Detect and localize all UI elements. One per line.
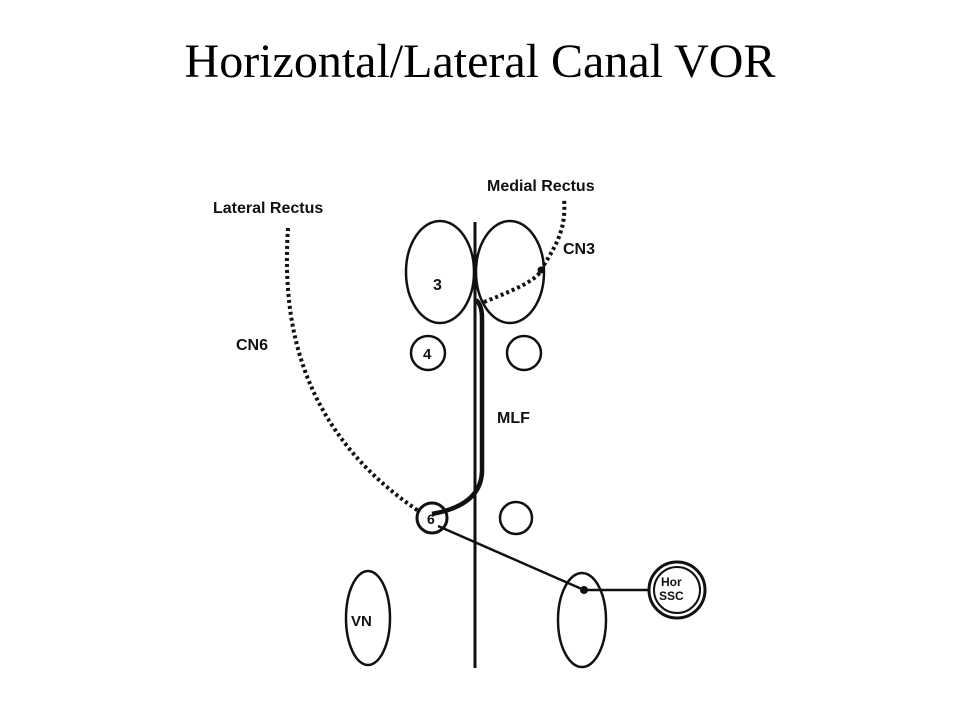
cn3-junction-dot	[537, 266, 545, 274]
nucleus-6-label: 6	[427, 511, 435, 527]
nucleus-4-label: 4	[423, 346, 432, 363]
hor-ssc-label-line2: SSC	[659, 589, 684, 603]
vn-label: VN	[351, 613, 372, 630]
mlf-label: MLF	[497, 410, 530, 427]
vestibular-nucleus-left	[344, 569, 392, 667]
cn3-label: CN3	[563, 241, 595, 258]
oculomotor-nucleus-left	[404, 219, 476, 325]
slide-title: Horizontal/Lateral Canal VOR	[184, 35, 776, 88]
medial-rectus-label: Medial Rectus	[487, 178, 595, 195]
nucleus-3-label: 3	[433, 277, 442, 294]
vestibular-to-abducens-projection	[437, 524, 585, 592]
vestibular-nucleus-right	[556, 571, 608, 669]
cn6-dotted-pathway	[284, 227, 422, 514]
abducens-nucleus-left	[415, 501, 449, 535]
cn6-label: CN6	[236, 337, 268, 354]
hor-ssc-label-line1: Hor	[661, 575, 682, 589]
cn3-dotted-pathway	[483, 197, 567, 304]
lateral-rectus-label: Lateral Rectus	[213, 200, 323, 217]
mlf-pathway	[431, 298, 485, 517]
horizontal-ssc-inner	[653, 566, 701, 614]
trochlear-nucleus-right	[505, 334, 543, 372]
oculomotor-nucleus-right	[474, 219, 546, 325]
trochlear-nucleus-left	[409, 334, 447, 372]
abducens-nucleus-right	[498, 500, 534, 536]
